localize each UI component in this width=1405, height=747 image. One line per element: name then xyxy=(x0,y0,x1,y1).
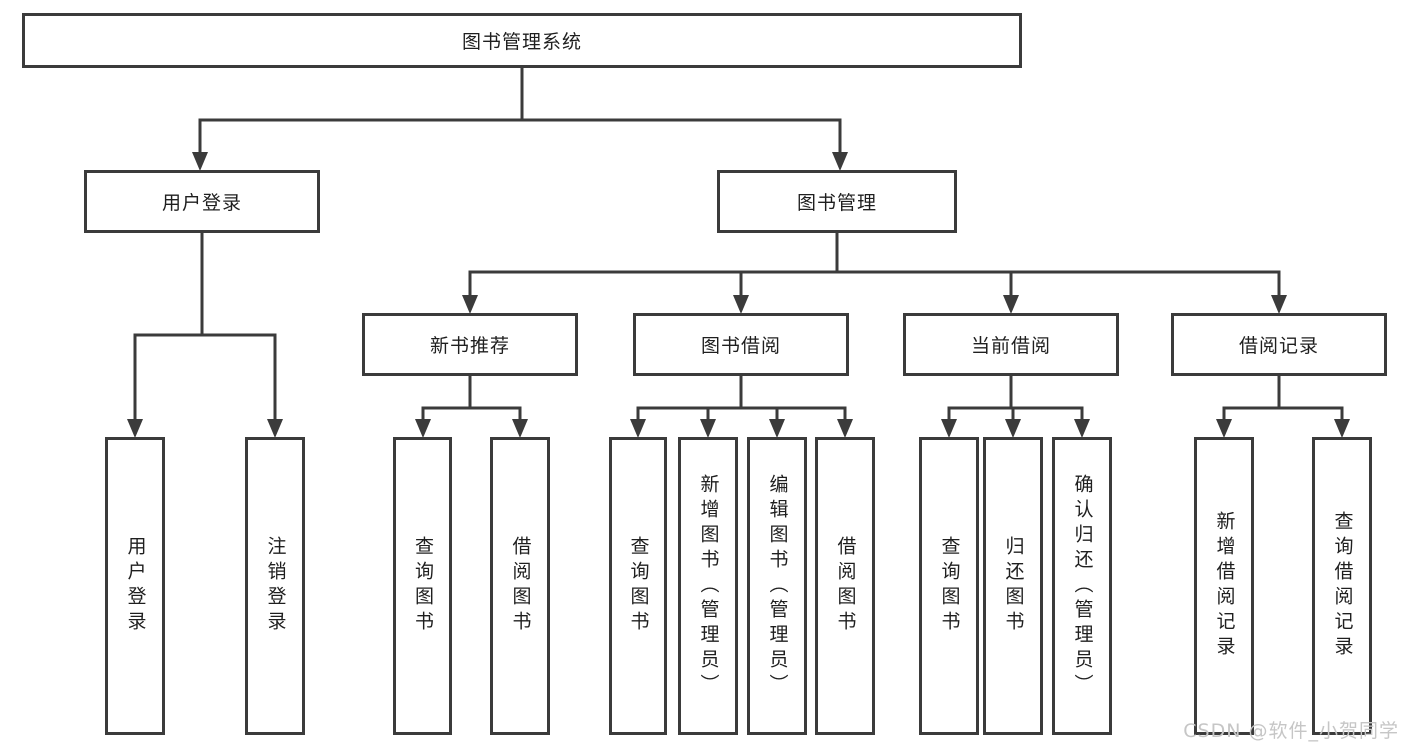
leaf-edit-books-admin: 编辑图书（管理员） xyxy=(747,437,807,735)
arrowhead-icon xyxy=(941,419,957,438)
leaf-logout: 注销登录 xyxy=(245,437,305,735)
node-book-management: 图书管理 xyxy=(717,170,957,233)
leaf-return-books: 归还图书 xyxy=(983,437,1043,735)
leaf-add-books-admin-label: 新增图书（管理员） xyxy=(697,473,720,699)
leaf-confirm-return-admin-label: 确认归还（管理员） xyxy=(1071,473,1094,699)
leaf-borrow-books-recommend: 借阅图书 xyxy=(490,437,550,735)
connector-user-login-to-children xyxy=(127,233,283,438)
leaf-query-books-current-label: 查询图书 xyxy=(938,536,961,636)
arrowhead-icon xyxy=(832,152,848,171)
connector-current-borrowing-to-children xyxy=(941,376,1090,438)
arrowhead-icon xyxy=(1003,295,1019,314)
leaf-query-books-borrowing-label: 查询图书 xyxy=(627,536,650,636)
arrowhead-icon xyxy=(462,295,478,314)
node-book-borrowing-label: 图书借阅 xyxy=(700,335,781,357)
connector-book-management-to-sections xyxy=(462,233,1287,314)
node-current-borrowing: 当前借阅 xyxy=(903,313,1119,376)
arrowhead-icon xyxy=(1334,419,1350,438)
connector-book-borrowing-to-children xyxy=(630,376,853,438)
node-root: 图书管理系统 xyxy=(22,13,1022,68)
arrowhead-icon xyxy=(192,152,208,171)
leaf-query-borrow-record: 查询借阅记录 xyxy=(1312,437,1372,735)
arrowhead-icon xyxy=(127,419,143,438)
arrowhead-icon xyxy=(1005,419,1021,438)
leaf-return-books-label: 归还图书 xyxy=(1002,536,1025,636)
arrowhead-icon xyxy=(1271,295,1287,314)
connector-borrowing-records-to-children xyxy=(1216,376,1350,438)
leaf-query-books-recommend: 查询图书 xyxy=(393,437,452,735)
leaf-user-login-label: 用户登录 xyxy=(124,536,147,636)
leaf-add-borrow-record: 新增借阅记录 xyxy=(1194,437,1254,735)
arrowhead-icon xyxy=(1216,419,1232,438)
leaf-logout-label: 注销登录 xyxy=(264,536,287,636)
arrowhead-icon xyxy=(733,295,749,314)
leaf-borrow-books-label: 借阅图书 xyxy=(834,536,857,636)
arrowhead-icon xyxy=(700,419,716,438)
leaf-add-borrow-record-label: 新增借阅记录 xyxy=(1213,511,1236,661)
csdn-watermark: CSDN @软件_小贺同学 xyxy=(1183,720,1399,742)
leaf-borrow-books-recommend-label: 借阅图书 xyxy=(509,536,532,636)
node-current-borrowing-label: 当前借阅 xyxy=(970,335,1051,357)
leaf-borrow-books: 借阅图书 xyxy=(815,437,875,735)
leaf-query-borrow-record-label: 查询借阅记录 xyxy=(1331,511,1354,661)
arrowhead-icon xyxy=(769,419,785,438)
node-root-label: 图书管理系统 xyxy=(461,31,582,53)
arrowhead-icon xyxy=(512,419,528,438)
arrowhead-icon xyxy=(1074,419,1090,438)
arrowhead-icon xyxy=(630,419,646,438)
leaf-query-books-current: 查询图书 xyxy=(919,437,979,735)
leaf-add-books-admin: 新增图书（管理员） xyxy=(678,437,738,735)
connector-new-book-recommend-to-children xyxy=(415,376,528,438)
leaf-edit-books-admin-label: 编辑图书（管理员） xyxy=(766,473,789,699)
node-book-borrowing: 图书借阅 xyxy=(633,313,849,376)
arrowhead-icon xyxy=(267,419,283,438)
node-new-book-recommend-label: 新书推荐 xyxy=(429,335,510,357)
leaf-query-books-borrowing: 查询图书 xyxy=(609,437,667,735)
leaf-user-login: 用户登录 xyxy=(105,437,165,735)
arrowhead-icon xyxy=(415,419,431,438)
connector-root-to-level2 xyxy=(192,68,848,171)
node-user-login: 用户登录 xyxy=(84,170,320,233)
node-borrowing-records-label: 借阅记录 xyxy=(1238,335,1319,357)
node-user-login-label: 用户登录 xyxy=(161,192,242,214)
leaf-query-books-recommend-label: 查询图书 xyxy=(412,536,434,636)
leaf-confirm-return-admin: 确认归还（管理员） xyxy=(1052,437,1112,735)
node-new-book-recommend: 新书推荐 xyxy=(362,313,578,376)
arrowhead-icon xyxy=(837,419,853,438)
node-borrowing-records: 借阅记录 xyxy=(1171,313,1387,376)
node-book-management-label: 图书管理 xyxy=(796,192,877,214)
